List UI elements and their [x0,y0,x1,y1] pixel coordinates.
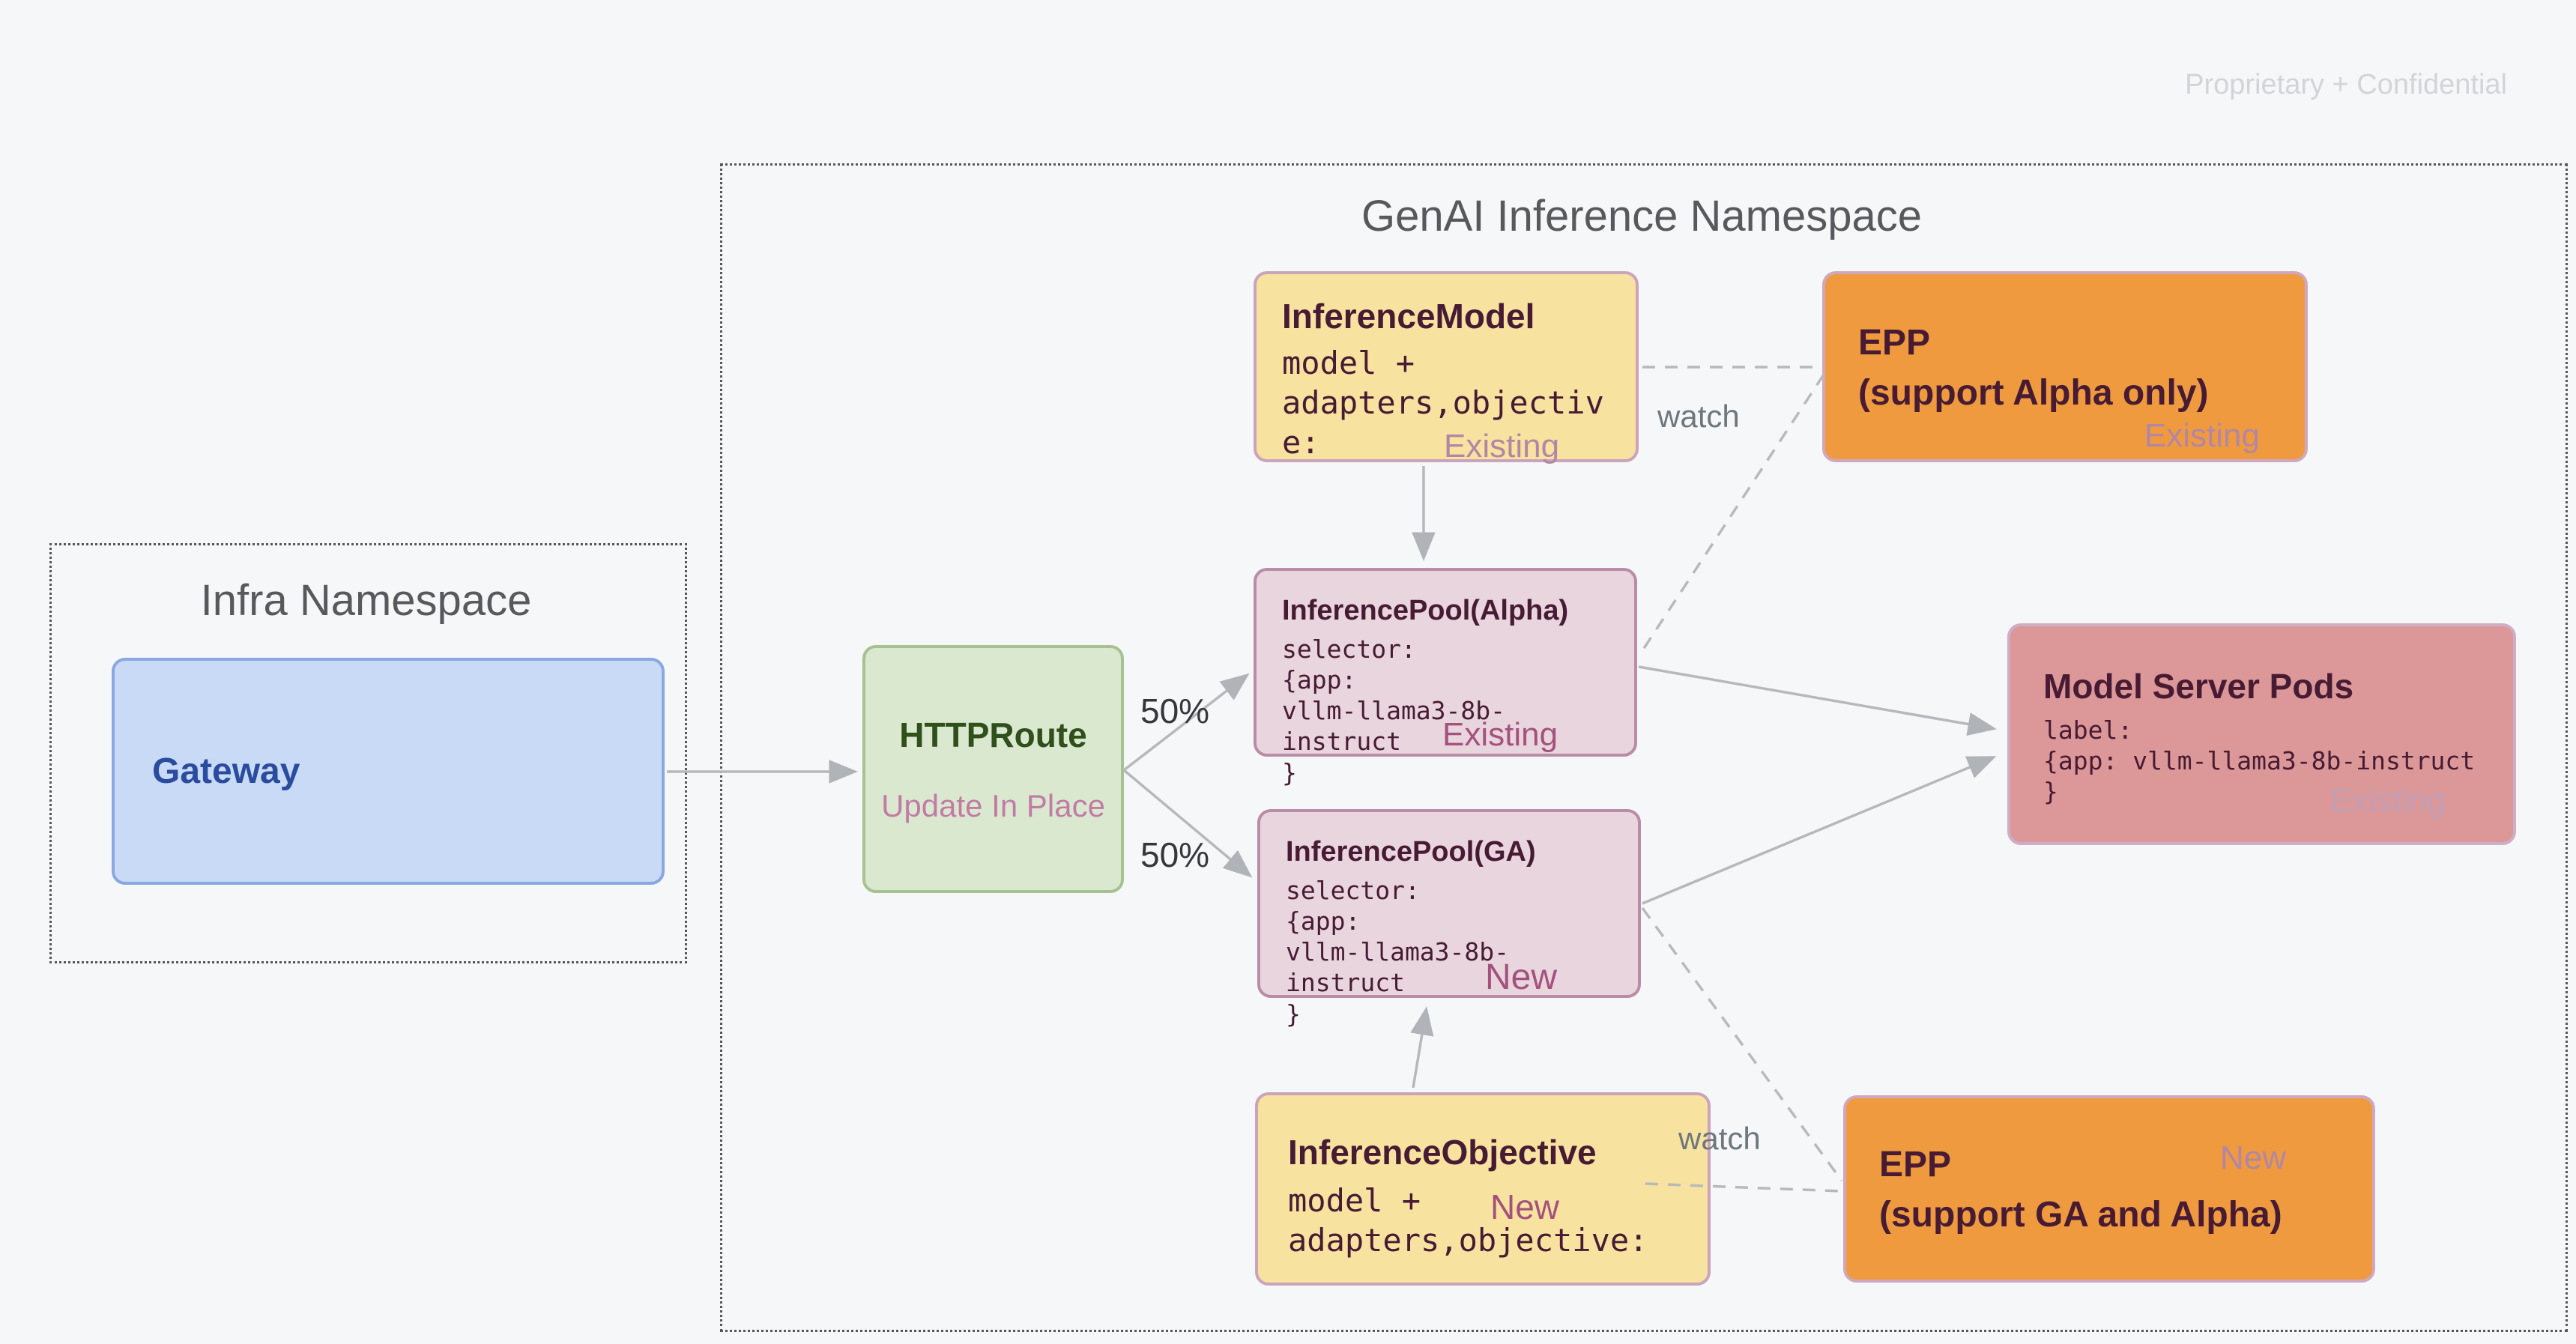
epp-alpha-title: EPP (support Alpha only) [1858,323,2209,414]
node-gateway[interactable]: Gateway [112,658,665,885]
watermark: Proprietary + Confidential [2185,69,2507,100]
pool-ga-title: InferencePool(GA) [1286,836,1536,868]
edge-label-split-bottom: 50% [1140,835,1210,874]
pool-ga-status-badge: New [1485,957,1558,997]
epp-alpha-status-badge: Existing [2144,417,2260,454]
model-server-pods-title: Model Server Pods [2043,667,2354,706]
node-inference-pool-ga[interactable]: InferencePool(GA) selector: {app: vllm-l… [1257,809,1641,1029]
inference-model-title: InferenceModel [1282,297,1535,336]
epp-ga-title: EPP (support GA and Alpha) [1879,1145,2282,1235]
edge-label-split-top: 50% [1140,691,1210,730]
model-server-pods-code: label: {app: vllm-llama3-8b-instruct } [2043,715,2476,807]
node-inference-objective[interactable]: InferenceObjective model + adapters,obje… [1255,1092,1711,1286]
inference-objective-code: model + adapters,objective: [1288,1181,1648,1259]
node-inference-model[interactable]: InferenceModel model + adapters,objectiv… [1254,271,1639,464]
node-epp-ga[interactable]: EPP (support GA and Alpha) New [1843,1095,2375,1283]
genai-namespace-container [720,163,2568,1332]
pool-ga-code: selector: {app: vllm-llama3-8b-instruct … [1286,875,1510,1029]
node-epp-alpha[interactable]: EPP (support Alpha only) Existing [1822,271,2308,462]
httproute-title: HTTPRoute [899,715,1087,754]
infra-namespace-container [49,543,687,963]
pool-alpha-status-badge: Existing [1442,716,1558,753]
pool-alpha-title: InferencePool(Alpha) [1282,595,1569,626]
edge-label-watch-top: watch [1657,399,1740,434]
inference-objective-title: InferenceObjective [1288,1133,1597,1172]
epp-ga-status-badge: New [2219,1139,2286,1176]
genai-namespace-title: GenAI Inference Namespace [1361,192,1922,240]
node-httproute[interactable]: HTTPRoute Update In Place [862,645,1124,893]
edge-label-watch-bottom: watch [1678,1121,1761,1156]
httproute-subtitle: Update In Place [881,788,1105,824]
infra-namespace-title: Infra Namespace [200,576,532,625]
inference-model-status-badge: Existing [1444,428,1560,464]
pool-alpha-code: selector: {app: vllm-llama3-8b-instruct … [1282,634,1506,787]
model-server-pods-status-badge: Existing [2329,782,2446,819]
node-inference-pool-alpha[interactable]: InferencePool(Alpha) selector: {app: vll… [1254,568,1637,787]
inference-model-code: model + adapters,objectiv e: [1282,344,1604,461]
node-model-server-pods[interactable]: Model Server Pods label: {app: vllm-llam… [2007,623,2516,845]
gateway-title: Gateway [152,751,300,791]
inference-objective-status-badge: New [1490,1187,1560,1226]
